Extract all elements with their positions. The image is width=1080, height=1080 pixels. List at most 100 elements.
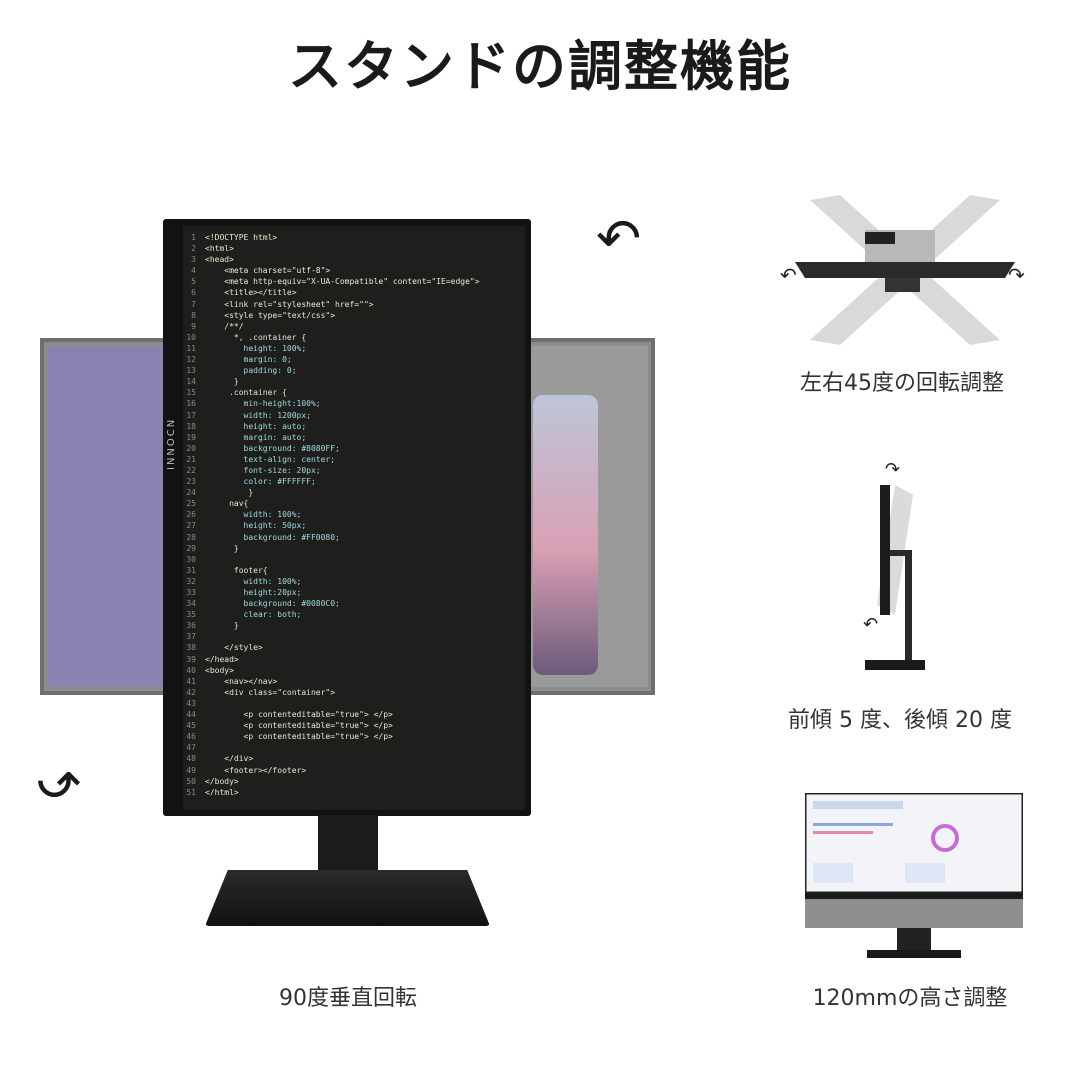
code-line: 32 width: 100%; bbox=[183, 576, 525, 587]
code-line: 33 height:20px; bbox=[183, 587, 525, 598]
line-number: 33 bbox=[186, 588, 196, 597]
code-line: 5 <meta http-equiv="X-UA-Compatible" con… bbox=[183, 276, 525, 287]
code-line: 38 </style> bbox=[183, 642, 525, 653]
line-number: 6 bbox=[191, 288, 196, 298]
line-number: 1 bbox=[191, 233, 196, 242]
line-number: 16 bbox=[186, 399, 196, 409]
code-line: 35 clear: both; bbox=[183, 609, 525, 620]
code-line: 37 bbox=[183, 631, 525, 642]
code-line: 14 } bbox=[183, 376, 525, 387]
rotate-arrow-icon: ↶ bbox=[596, 207, 642, 270]
code-text: margin: auto; bbox=[205, 432, 307, 442]
line-number: 29 bbox=[186, 543, 196, 553]
code-text: <style type="text/css"> bbox=[205, 310, 336, 320]
code-text: </head> bbox=[205, 654, 239, 664]
code-line: 20 background: #8080FF; bbox=[183, 443, 525, 454]
code-text: footer{ bbox=[205, 565, 268, 575]
code-text: } bbox=[205, 621, 239, 631]
code-line: 8 <style type="text/css"> bbox=[183, 310, 525, 321]
code-line: 10 *, .container { bbox=[183, 332, 525, 343]
line-number: 32 bbox=[186, 576, 196, 586]
code-line: 51</html> bbox=[183, 787, 525, 798]
line-number: 45 bbox=[186, 721, 196, 731]
line-number: 47 bbox=[186, 743, 196, 753]
line-number: 41 bbox=[186, 676, 196, 686]
code-line: 27 height: 50px; bbox=[183, 520, 525, 531]
code-text: margin: 0; bbox=[205, 355, 292, 365]
code-text: background: #FF0080; bbox=[205, 532, 340, 542]
line-number: 17 bbox=[186, 410, 196, 420]
code-text: </style> bbox=[205, 643, 263, 653]
code-line: 1<!DOCTYPE html> bbox=[183, 232, 525, 243]
line-number: 36 bbox=[186, 621, 196, 631]
code-line: 2<html> bbox=[183, 243, 525, 254]
code-line: 30 bbox=[183, 554, 525, 565]
code-text: <p contenteditable="true"> </p> bbox=[205, 732, 393, 742]
code-text: <html> bbox=[205, 244, 234, 254]
line-number: 10 bbox=[186, 332, 196, 342]
line-number: 49 bbox=[186, 765, 196, 775]
code-line: 41 <nav></nav> bbox=[183, 676, 525, 687]
code-text: *, .container { bbox=[205, 332, 307, 342]
line-number: 23 bbox=[186, 477, 196, 487]
line-number: 28 bbox=[186, 532, 196, 542]
phone-preview-image bbox=[533, 395, 598, 675]
line-number: 19 bbox=[186, 432, 196, 442]
code-line: 26 width: 100%; bbox=[183, 509, 525, 520]
code-line: 19 margin: auto; bbox=[183, 432, 525, 443]
line-number: 40 bbox=[186, 665, 196, 675]
line-number: 12 bbox=[186, 355, 196, 365]
caption-tilt: 前傾 5 度、後傾 20 度 bbox=[788, 708, 1012, 733]
code-text: <meta http-equiv="X-UA-Compatible" conte… bbox=[205, 277, 480, 287]
code-line: 24 } bbox=[183, 487, 525, 498]
line-number: 42 bbox=[186, 687, 196, 697]
code-text: <nav></nav> bbox=[205, 676, 278, 686]
code-text: color: #FFFFFF; bbox=[205, 477, 316, 487]
code-text: min-height:100%; bbox=[205, 399, 321, 409]
svg-text:↶: ↶ bbox=[780, 263, 797, 287]
rotate-arrow-icon: ↶ bbox=[36, 748, 82, 811]
code-line: 46 <p contenteditable="true"> </p> bbox=[183, 731, 525, 742]
code-text: width: 1200px; bbox=[205, 410, 311, 420]
line-number: 35 bbox=[186, 610, 196, 620]
line-number: 5 bbox=[191, 277, 196, 287]
code-line: 9 /**/ bbox=[183, 321, 525, 332]
code-line: 50</body> bbox=[183, 776, 525, 787]
line-number: 18 bbox=[186, 421, 196, 431]
code-text: height:20px; bbox=[205, 588, 302, 597]
code-text: </html> bbox=[205, 787, 239, 797]
code-line: 18 height: auto; bbox=[183, 421, 525, 432]
code-line: 28 background: #FF0080; bbox=[183, 532, 525, 543]
line-number: 37 bbox=[186, 632, 196, 642]
code-text: background: #8080FF; bbox=[205, 443, 340, 453]
line-number: 44 bbox=[186, 710, 196, 720]
code-line: 31 footer{ bbox=[183, 565, 525, 576]
code-line: 47 bbox=[183, 742, 525, 753]
line-number: 3 bbox=[191, 255, 196, 265]
page-title: スタンドの調整機能 bbox=[288, 35, 792, 98]
code-text: background: #0080C0; bbox=[205, 599, 340, 609]
code-line: 22 font-size: 20px; bbox=[183, 465, 525, 476]
line-number: 11 bbox=[186, 343, 196, 353]
code-line: 45 <p contenteditable="true"> </p> bbox=[183, 720, 525, 731]
code-text: <p contenteditable="true"> </p> bbox=[205, 710, 393, 720]
code-text: </div> bbox=[205, 754, 254, 764]
code-line: 34 background: #0080C0; bbox=[183, 598, 525, 609]
code-line: 17 width: 1200px; bbox=[183, 410, 525, 421]
code-line: 49 <footer></footer> bbox=[183, 765, 525, 776]
line-number: 43 bbox=[186, 698, 196, 708]
code-line: 21 text-align: center; bbox=[183, 454, 525, 465]
line-number: 24 bbox=[186, 488, 196, 498]
code-line: 29 } bbox=[183, 543, 525, 554]
code-line: 25 nav{ bbox=[183, 498, 525, 509]
code-line: 15 .container { bbox=[183, 387, 525, 398]
code-line: 6 <title></title> bbox=[183, 287, 525, 298]
code-line: 39</head> bbox=[183, 654, 525, 665]
code-line: 11 height: 100%; bbox=[183, 343, 525, 354]
code-text: <head> bbox=[205, 255, 234, 265]
code-text: <meta charset="utf-8"> bbox=[205, 266, 331, 276]
code-text: padding: 0; bbox=[205, 366, 297, 376]
code-text: <title></title> bbox=[205, 288, 297, 298]
code-text: <link rel="stylesheet" href=""> bbox=[205, 299, 374, 309]
code-text: /**/ bbox=[205, 321, 244, 331]
